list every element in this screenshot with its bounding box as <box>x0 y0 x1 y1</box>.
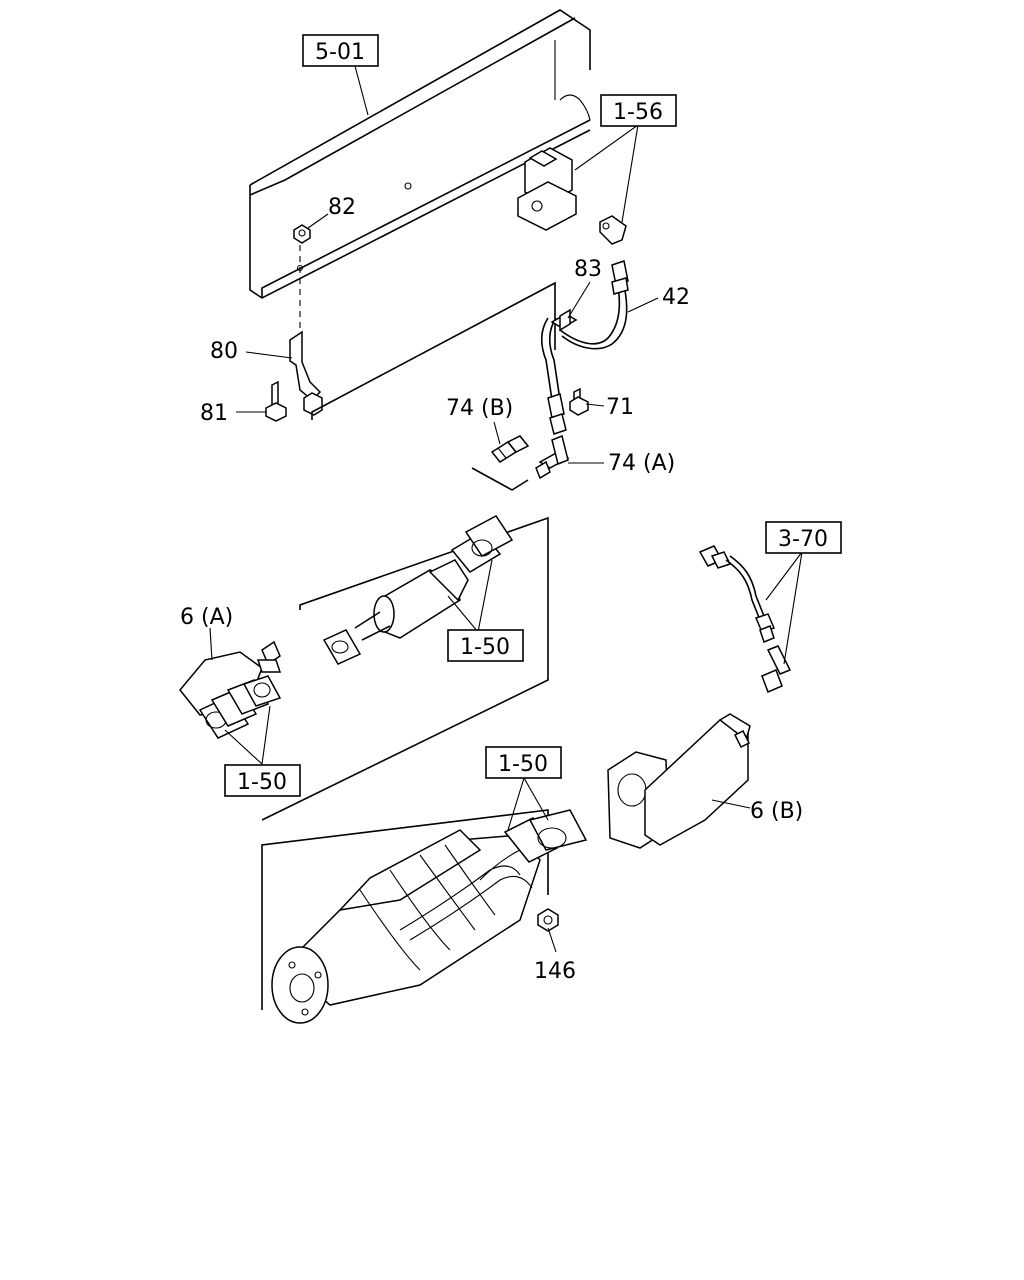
callout-boundary-fittings <box>471 467 529 491</box>
nut-146-part <box>537 908 559 932</box>
ref-box-elbow-gaskets: 1-50 <box>224 764 301 797</box>
label-elbow-6b: 6 (B) <box>750 799 803 824</box>
sensor-3-70-part <box>698 545 792 693</box>
label-nut-146: 146 <box>534 959 576 984</box>
elbow-6b-part <box>607 713 751 849</box>
ref-box-frame: 5-01 <box>302 34 379 67</box>
ref-box-elbow-gaskets-text: 1-50 <box>237 770 287 795</box>
bracket-80-part <box>289 330 323 416</box>
clip-83-part <box>550 308 578 332</box>
label-nut-82: 82 <box>328 195 356 220</box>
ref-box-frame-text: 5-01 <box>315 40 365 65</box>
label-bolt-81: 81 <box>200 401 228 426</box>
ref-box-valve-text: 1-56 <box>613 100 663 125</box>
label-fitting-74b: 74 (B) <box>446 396 513 421</box>
leader-lines <box>209 65 803 953</box>
callout-boundary-front-pipe <box>261 516 549 821</box>
callout-boundary-bracket <box>311 281 556 420</box>
fitting-74a-part <box>535 434 570 480</box>
dpf-assembly <box>271 809 588 1024</box>
label-bracket-80: 80 <box>210 339 238 364</box>
ref-box-front-pipe: 1-50 <box>447 629 524 662</box>
ref-box-front-pipe-text: 1-50 <box>460 635 510 660</box>
bolt-81-part <box>265 380 287 422</box>
label-hose-42: 42 <box>662 285 690 310</box>
fitting-74b-part <box>490 435 530 463</box>
solenoid-valve <box>517 147 627 245</box>
ref-box-dpf-gaskets: 1-50 <box>485 746 562 779</box>
label-bolt-71: 71 <box>606 395 634 420</box>
ref-box-sensor: 3-70 <box>765 521 842 554</box>
frame-rail <box>249 9 591 340</box>
label-elbow-6a: 6 (A) <box>180 605 233 630</box>
ref-box-valve: 1-56 <box>600 94 677 127</box>
ref-box-dpf-gaskets-text: 1-50 <box>498 752 548 777</box>
front-pipe-assembly <box>179 515 514 739</box>
label-clip-83: 83 <box>574 257 602 282</box>
nut-82-part <box>293 224 311 244</box>
ref-box-sensor-text: 3-70 <box>778 527 828 552</box>
label-fitting-74a: 74 (A) <box>608 451 675 476</box>
air-pipe-42 <box>540 260 629 435</box>
bolt-71-part <box>569 387 589 416</box>
